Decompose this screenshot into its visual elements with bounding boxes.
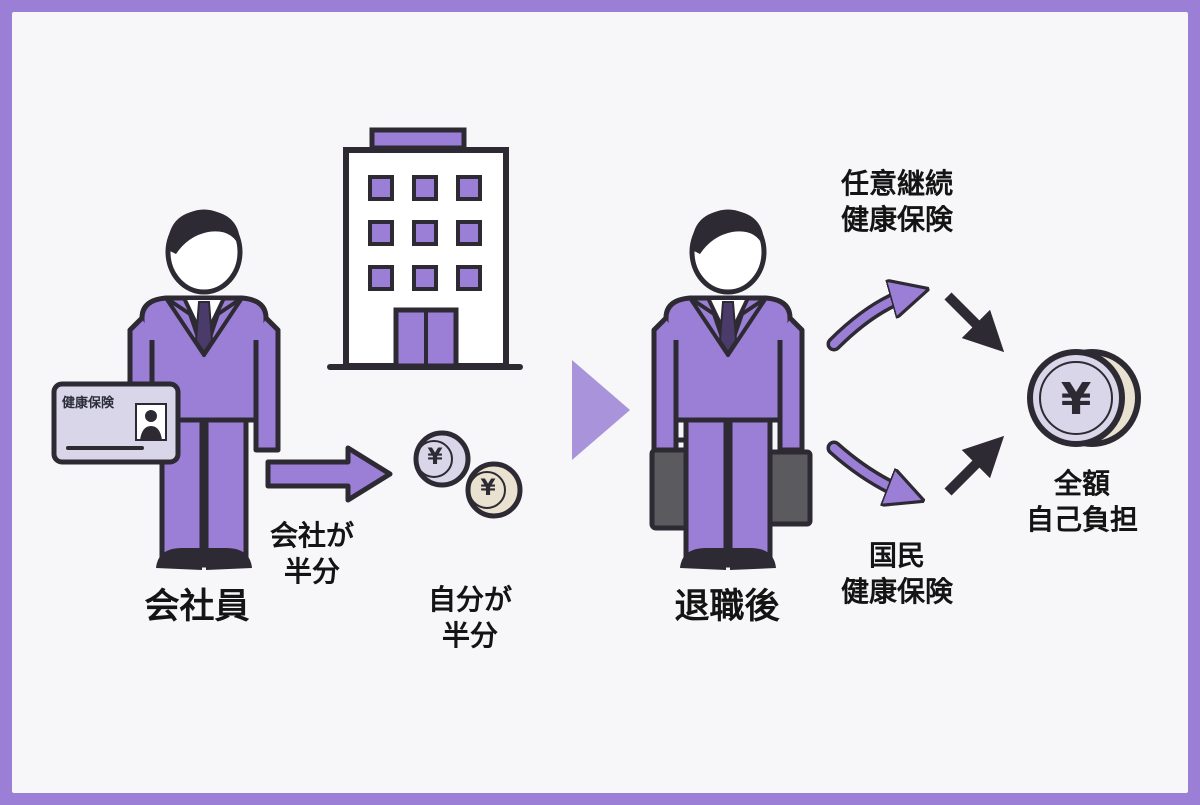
health-insurance-card-icon: [51, 381, 181, 465]
yen-symbol: ¥: [427, 445, 443, 470]
national-insurance-label-line1: 国民: [868, 539, 925, 572]
self-half-label-line2: 半分: [441, 619, 498, 652]
voluntary-insurance-label-line1: 任意継続: [840, 167, 953, 200]
retired-label: 退職後: [674, 587, 780, 627]
office-building-icon: [327, 127, 523, 370]
yen-symbol: ¥: [1060, 374, 1092, 425]
to-full-cost-arrow-bottom: [944, 435, 1005, 496]
company-half-label-line1: 会社が: [269, 519, 354, 552]
transition-chevron-icon: [572, 360, 630, 460]
company-half-label-line2: 半分: [283, 555, 340, 588]
retired-figure-icon: [649, 210, 813, 570]
self-half-label-line1: 自分が: [427, 583, 512, 616]
yen-symbol: ¥: [480, 476, 496, 501]
full-self-pay-label-line2: 自己負担: [1025, 503, 1138, 536]
card-title: 健康保険: [62, 396, 115, 411]
to-full-cost-arrow-top: [944, 292, 1005, 353]
employee-label: 会社員: [144, 587, 250, 627]
split-cost-coins-icon: [413, 430, 523, 519]
diagram-canvas: ¥ ¥ ¥ 健康保険 会社員 会社が 半分 自分が 半分 退職後 任意継続 健康…: [12, 12, 1188, 793]
full-self-pay-label-line1: 全額: [1053, 467, 1110, 500]
full-cost-coin-icon: [1027, 349, 1141, 447]
company-pays-arrow: [265, 445, 393, 503]
national-insurance-label-line2: 健康保険: [840, 575, 953, 608]
voluntary-insurance-label-line2: 健康保険: [840, 203, 953, 236]
diagram-graphics: [51, 127, 1141, 793]
